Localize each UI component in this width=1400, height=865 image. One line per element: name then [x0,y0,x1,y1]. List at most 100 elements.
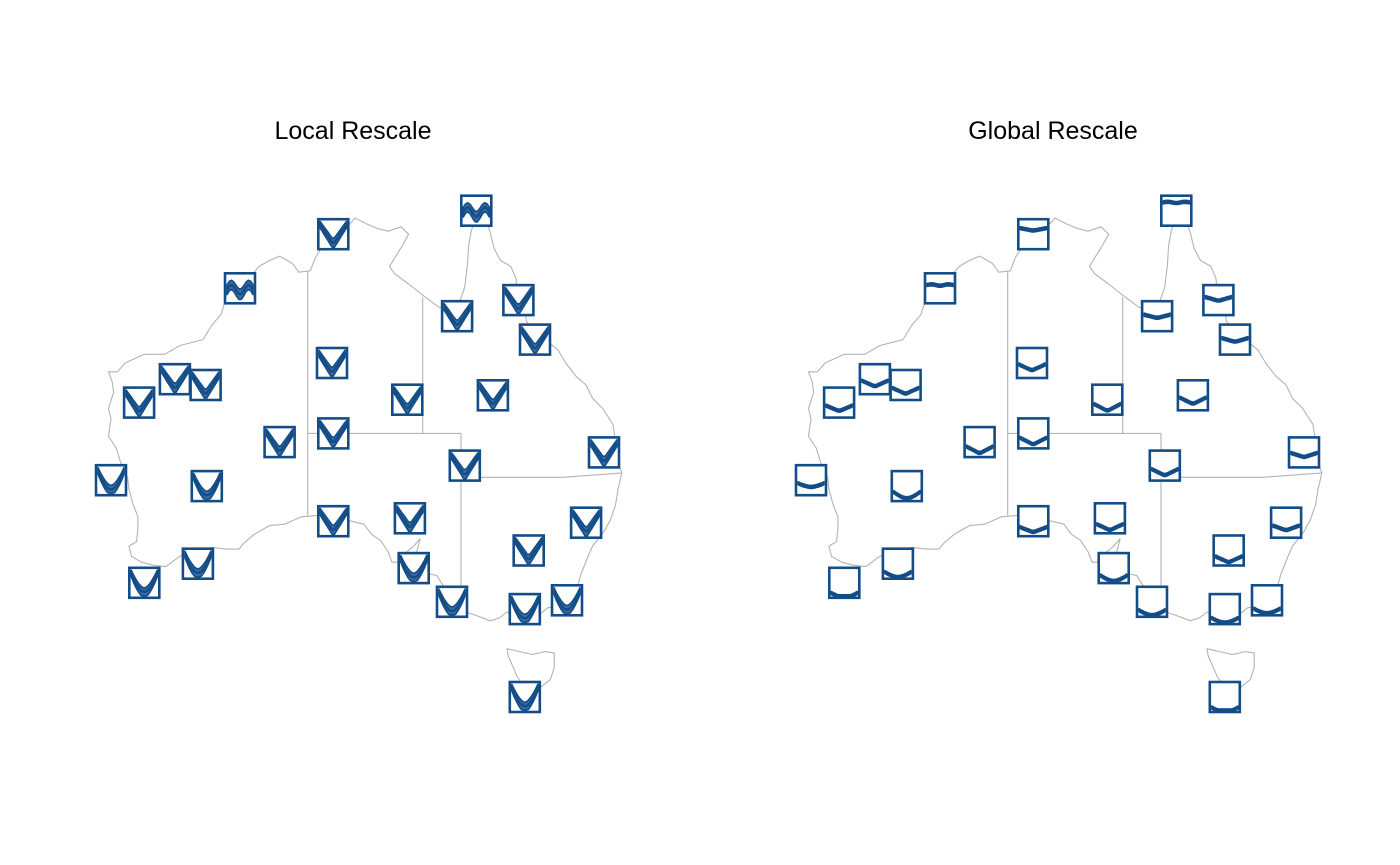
station-glyph-s21 [1016,504,1050,538]
station-glyph-s27 [508,592,542,626]
glyph-mean-line [966,445,994,454]
glyph-mean-line [510,687,539,708]
glyph-ribbon [511,683,539,711]
station-glyph-s14 [1016,417,1050,450]
glyph-mean-line [318,353,346,373]
station-glyph-s02 [316,217,350,251]
station-glyph-s11 [390,383,424,417]
station-glyph-s16 [890,469,924,503]
glyph-mean-line [265,432,294,452]
station-glyph-s09 [122,386,156,419]
station-glyph-s16 [190,469,224,503]
station-glyph-s04 [440,299,474,333]
glyph-mean-line [572,512,601,533]
glyph-frame [1148,449,1182,482]
glyph-mean-line [160,369,189,389]
glyph-mean-line [393,389,422,410]
glyph-mean-line [514,540,543,561]
glyph-ribbon [553,586,581,615]
station-glyph-s23 [181,547,215,581]
glyph-mean-line [191,375,220,395]
glyph-mean-line [450,455,479,476]
glyph-mean-line [319,423,348,443]
glyph-mean-line [504,290,533,310]
glyph-mean-line [183,553,212,574]
glyph-layer-local [94,194,621,714]
australia-map-local [107,208,623,692]
station-glyph-s15 [794,463,828,497]
glyph-frame [858,362,892,396]
glyph-mean-line [1290,451,1318,458]
glyph-mean-line [825,404,853,412]
glyph-mean-line [590,442,618,462]
station-glyph-s22 [1093,501,1127,535]
glyph-mean-line [1211,617,1239,623]
tasmania-coastline [1206,648,1255,692]
station-glyph-s20 [1212,534,1245,567]
station-glyph-s05 [502,283,535,317]
glyph-frame [1015,346,1049,380]
station-glyph-s24 [827,566,861,600]
panel-title-global: Global Rescale [968,117,1138,145]
glyph-ribbon [130,569,159,597]
station-glyph-s01 [459,194,493,227]
station-glyph-s05 [1202,283,1235,317]
station-glyph-s12 [476,378,510,412]
glyph-ribbon [1143,312,1171,320]
station-glyph-s26 [1135,585,1169,619]
station-glyph-s25 [397,551,431,585]
glyph-ribbon [1204,294,1233,303]
glyph-mean-line [1093,403,1121,412]
glyph-mean-line [443,306,472,326]
station-glyph-s18 [1287,436,1321,469]
station-glyph-s14 [316,417,350,450]
station-glyph-s19 [569,506,603,540]
glyph-mean-line [1151,468,1179,477]
glyph-ribbon [399,554,428,583]
state-border [1161,472,1322,478]
glyph-mean-line [893,491,921,500]
station-glyph-s25 [1097,551,1130,585]
glyph-mean-line [96,470,126,491]
station-glyph-s18 [587,436,621,469]
station-glyph-s26 [435,585,469,619]
glyph-mean-line [1163,200,1190,205]
glyph-mean-line [1211,706,1239,711]
station-glyph-s29 [508,680,542,714]
glyph-mean-line [1100,574,1128,582]
panel-global-rescale: Global Rescale [794,117,1323,714]
station-glyph-s02 [1016,217,1050,251]
glyph-mean-line [510,599,539,620]
station-glyph-s08 [158,362,192,396]
station-glyph-s28 [1250,583,1284,617]
glyph-mean-line [1215,555,1243,564]
australia-map-global [807,208,1323,692]
glyph-mean-line [892,386,920,395]
station-glyph-s27 [1208,592,1242,626]
glyph-mean-line [130,573,159,594]
station-glyph-s17 [1148,449,1182,482]
glyph-frame [963,425,996,459]
station-glyph-s03 [223,271,257,305]
glyph-mean-line [1205,295,1232,302]
glyph-mean-line [830,591,858,597]
station-glyph-s20 [512,534,546,567]
glyph-mean-line [319,224,348,244]
station-glyph-s01 [1160,194,1193,227]
station-glyph-s04 [1140,299,1174,333]
station-glyph-s19 [1269,506,1303,540]
station-glyph-s22 [393,501,427,535]
glyph-mean-line [797,482,825,489]
glyph-frame [1091,383,1124,417]
panel-local-rescale: Local Rescale [94,117,623,714]
glyph-mean-line [399,558,428,579]
glyph-frame [1176,378,1210,412]
station-glyph-s12 [1176,378,1210,412]
glyph-mean-line [1018,363,1046,372]
glyph-frame [822,386,856,419]
tasmania-coastline [506,648,555,692]
station-glyph-s15 [94,463,128,497]
station-glyph-s10 [889,368,922,402]
glyph-ribbon [193,472,221,501]
glyph-mean-line [192,476,221,497]
